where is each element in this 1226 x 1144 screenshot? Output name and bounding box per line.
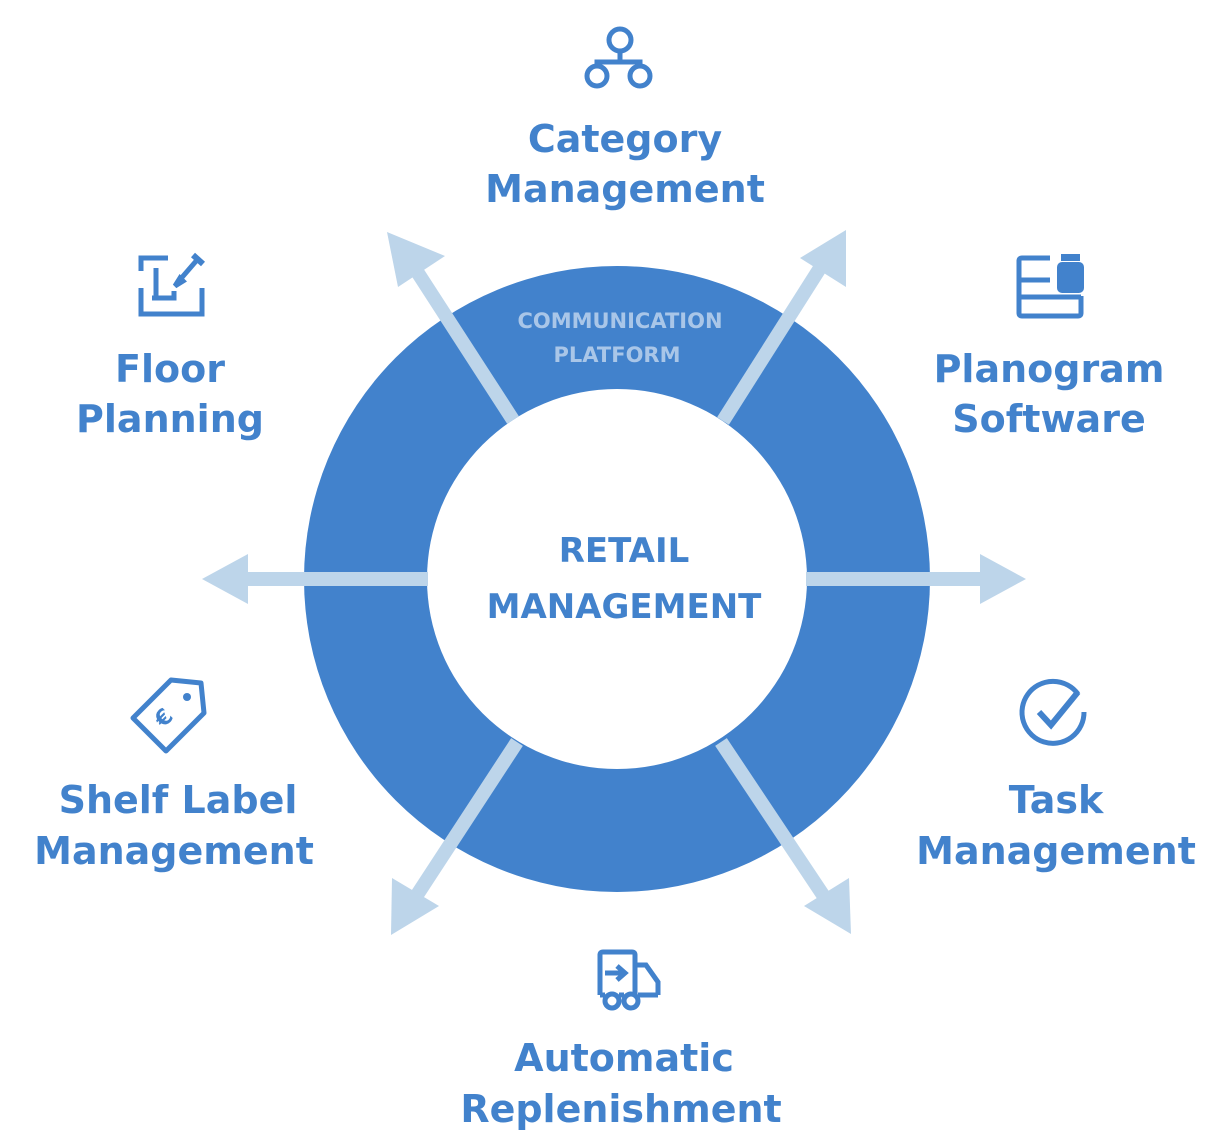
task-line-2: Management [916,829,1196,873]
arrow-lower-left [391,738,523,935]
arrow-left [202,554,428,604]
arrow-upper-right [717,230,846,425]
task-line-1: Task [1009,778,1104,822]
replenishment-line-2: Replenishment [460,1087,781,1131]
arrow-upper-left [387,232,519,424]
center-title: RETAIL MANAGEMENT [487,531,763,627]
arrow-right [806,554,1026,604]
platform-line-2: PLATFORM [554,343,681,367]
hierarchy-icon [584,26,653,89]
category-line-2: Management [485,167,765,211]
category-line-1: Category [528,117,723,161]
module-replenishment: Automatic Replenishment [460,949,782,1131]
planogram-icon [1016,254,1084,319]
arrows [202,230,1026,935]
module-shelf-label: € Shelf Label Management [34,677,314,873]
platform-line-1: COMMUNICATION [517,309,722,333]
module-category: Category Management [485,26,765,211]
shelf-label-line-2: Management [34,829,314,873]
center-line-2: MANAGEMENT [487,587,763,627]
euro-price-tag-icon: € [130,677,207,754]
checkmark-circle-icon [1019,678,1087,746]
replenishment-line-1: Automatic [514,1036,734,1080]
inner-circle [427,389,807,769]
module-planogram: Planogram Software [934,254,1165,441]
communication-platform-label: COMMUNICATION PLATFORM [517,309,722,367]
shelf-label-line-1: Shelf Label [59,778,298,822]
planogram-line-2: Software [952,397,1145,441]
arrow-lower-right [715,738,851,934]
floor-line-2: Planning [76,397,264,441]
planogram-line-1: Planogram [934,347,1165,391]
delivery-truck-icon [597,949,661,1011]
module-task: Task Management [916,678,1196,873]
module-floor: Floor Planning [76,252,264,441]
svg-text:€: € [149,704,178,733]
floor-line-1: Floor [115,347,225,391]
ring [304,266,930,892]
center-line-1: RETAIL [559,531,690,571]
floor-plan-icon [138,252,206,317]
